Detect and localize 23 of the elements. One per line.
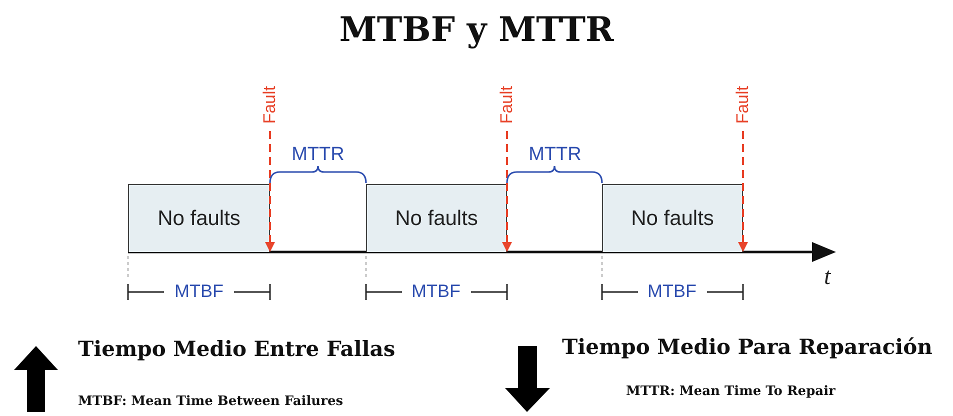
- interval-label: MTTR: [290, 144, 346, 166]
- interval-label: No faults: [395, 206, 478, 230]
- fault-arrow: [738, 131, 748, 252]
- axis-label: t: [824, 264, 831, 291]
- dimension-label: MTBF: [174, 281, 224, 302]
- heading: Tiempo Medio Entre Fallas: [78, 336, 396, 361]
- fault-label: Fault: [260, 86, 280, 124]
- interval-label: No faults: [631, 206, 714, 230]
- definition-text: MTTR: Mean Time To Repair: [626, 384, 836, 399]
- time-interval-box: [128, 184, 270, 252]
- time-interval-box: [366, 184, 507, 252]
- interval-label: No faults: [158, 206, 240, 230]
- dimension-label: MTBF: [646, 281, 698, 302]
- fault-arrow: [502, 131, 512, 252]
- definition-text: MTBF: Mean Time Between Failures: [78, 394, 344, 409]
- heading: Tiempo Medio Para Reparación: [562, 334, 932, 359]
- dimension-label: MTBF: [410, 281, 462, 302]
- fault-label: Fault: [497, 86, 517, 124]
- time-interval-box: [602, 184, 743, 252]
- fault-label: Fault: [733, 86, 753, 124]
- interval-label: MTTR: [528, 144, 582, 166]
- fault-arrow: [265, 131, 275, 252]
- title: MTBF y MTTR: [338, 10, 615, 50]
